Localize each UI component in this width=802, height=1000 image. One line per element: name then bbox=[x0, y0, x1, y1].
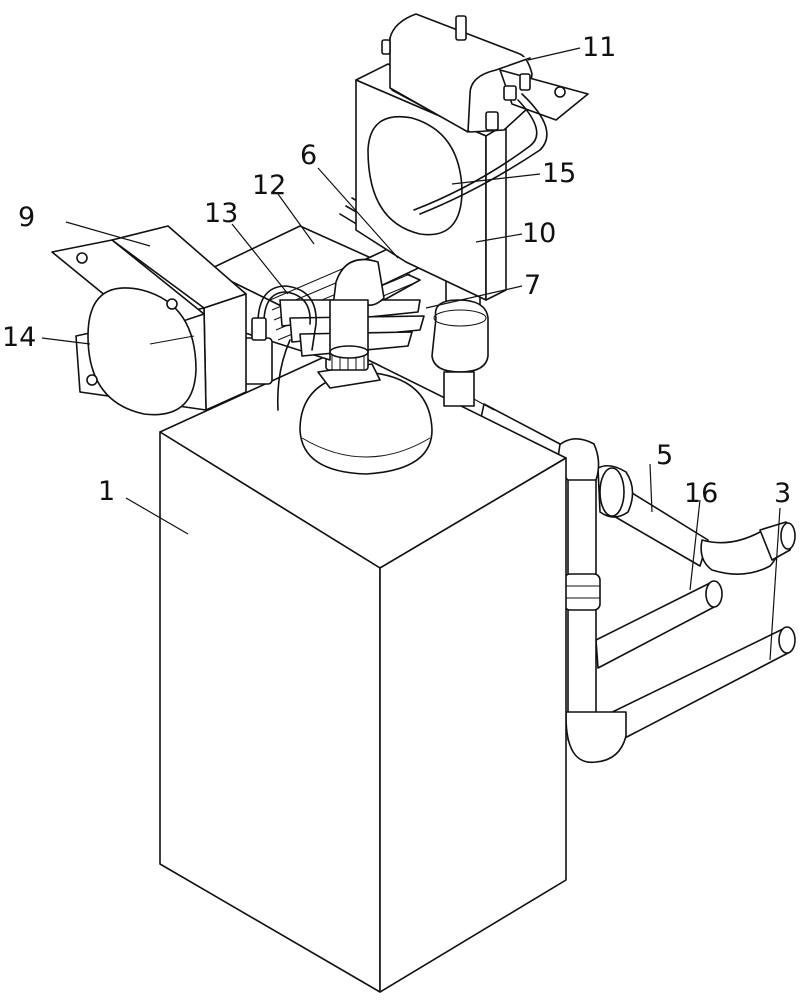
label-11: 11 bbox=[582, 32, 616, 63]
reference-numerals: 1 3 5 6 7 9 10 11 12 13 14 15 16 bbox=[2, 32, 791, 509]
label-15: 15 bbox=[542, 158, 576, 189]
label-5: 5 bbox=[656, 440, 673, 471]
label-6: 6 bbox=[300, 140, 317, 171]
label-13: 13 bbox=[204, 198, 238, 229]
leader-lines bbox=[41, 47, 781, 661]
label-7: 7 bbox=[524, 270, 541, 301]
label-12: 12 bbox=[252, 170, 286, 201]
label-10: 10 bbox=[522, 218, 556, 249]
fan-module bbox=[51, 225, 247, 416]
label-16: 16 bbox=[684, 478, 718, 509]
label-3: 3 bbox=[774, 478, 791, 509]
label-14: 14 bbox=[2, 322, 36, 353]
label-1: 1 bbox=[98, 476, 115, 507]
label-9: 9 bbox=[18, 202, 35, 233]
upper-housing bbox=[355, 13, 589, 301]
